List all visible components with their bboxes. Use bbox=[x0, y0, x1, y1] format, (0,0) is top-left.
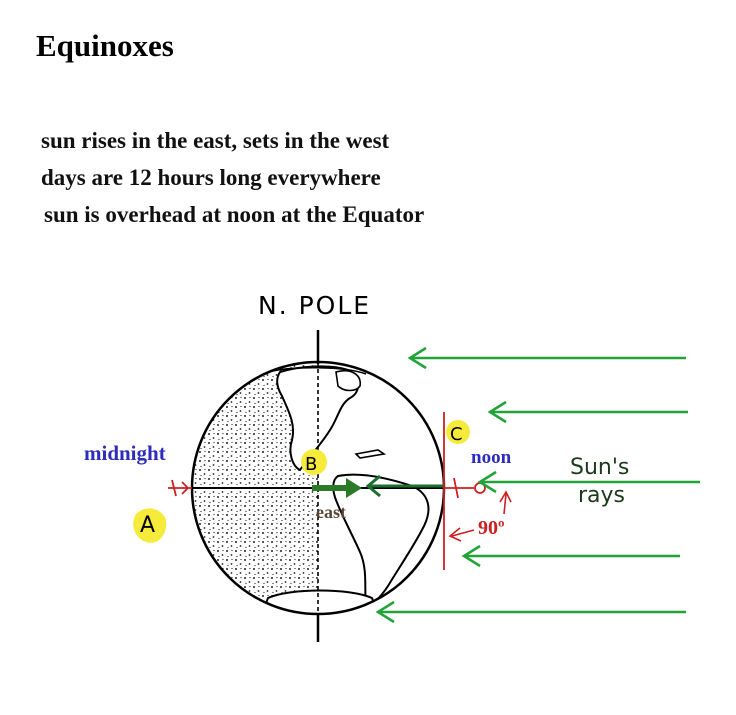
highlight-a bbox=[133, 508, 167, 543]
person-noon-icon bbox=[444, 477, 486, 499]
pole-label: N. POLE bbox=[258, 291, 371, 320]
fact-overhead-sun: sun is overhead at noon at the Equator bbox=[44, 202, 425, 227]
continent-greenland bbox=[335, 370, 361, 392]
sun-rays bbox=[375, 346, 700, 624]
equator-ray-arrow bbox=[365, 474, 444, 498]
angle-pointer-left bbox=[448, 527, 475, 542]
east-label: east bbox=[316, 502, 346, 522]
east-rotation-arrow bbox=[312, 478, 362, 498]
fact-day-length: days are 12 hours long everywhere bbox=[41, 165, 381, 190]
midnight-label: midnight bbox=[84, 441, 166, 465]
sun-rays-label-line2: rays bbox=[578, 483, 625, 508]
highlight-c bbox=[446, 420, 470, 444]
angle-pointer-up bbox=[499, 490, 512, 515]
angle-label: 90º bbox=[478, 517, 505, 539]
island-caribbean bbox=[354, 449, 387, 459]
person-midnight-icon bbox=[168, 479, 192, 497]
fact-sunrise: sun rises in the east, sets in the west bbox=[41, 128, 390, 153]
point-c-label: C bbox=[450, 424, 463, 445]
noon-label: noon bbox=[471, 447, 512, 468]
page-title: Equinoxes bbox=[36, 28, 174, 63]
point-a-label: A bbox=[140, 513, 155, 538]
sun-rays-label-line1: Sun's bbox=[570, 455, 629, 480]
highlight-b bbox=[301, 449, 327, 475]
point-b-label: B bbox=[305, 454, 317, 475]
